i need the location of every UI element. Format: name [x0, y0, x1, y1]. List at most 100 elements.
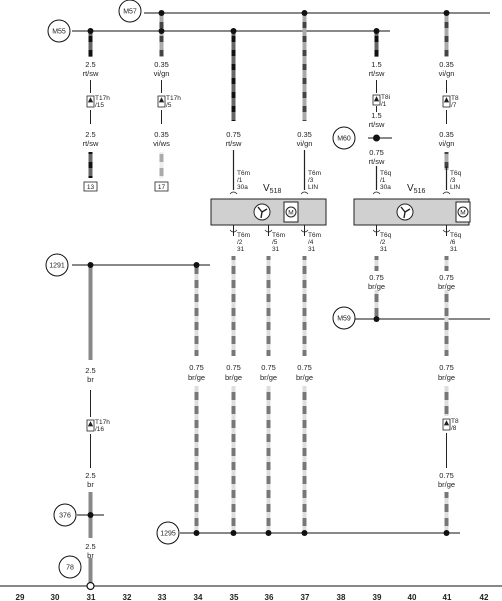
dot-33-m57	[158, 10, 165, 16]
pin-arrow-31b	[87, 421, 94, 427]
pin-v516-lin	[442, 191, 451, 195]
connector-pins	[86, 94, 451, 432]
dot-37-m57	[301, 10, 308, 16]
conn-t6m5-c: 31	[272, 246, 280, 253]
label-37-low-color: br/ge	[296, 373, 313, 382]
wire-36-low2	[266, 386, 271, 532]
dot-41-1295	[443, 530, 450, 536]
conn-t6q3-b: /3	[450, 177, 456, 184]
label-34-size: 0.75	[189, 363, 204, 372]
label-39-b-color: rt/sw	[369, 120, 385, 129]
conn-t6m1-c: 30a	[237, 184, 248, 191]
axis-42: 42	[480, 593, 489, 601]
end-box-17	[154, 181, 169, 192]
axis-35: 35	[230, 593, 239, 601]
conn-t6q6-b: /6	[450, 239, 456, 246]
axis-31: 31	[87, 593, 96, 601]
wire-33-b	[159, 152, 164, 178]
conn-t17h15-a: T17h	[95, 95, 110, 102]
junction-dots	[86, 10, 450, 591]
label-35-low-size: 0.75	[226, 363, 241, 372]
bubbles	[45, 0, 356, 579]
conn-t6m3-b: /3	[308, 177, 314, 184]
label-39-b-size: 1.5	[371, 111, 381, 120]
wire-39-a	[374, 33, 379, 57]
label-41-top-color: vi/gn	[439, 69, 455, 78]
pin-v518-30a	[229, 191, 238, 195]
wire-41-low3	[444, 386, 449, 416]
pin-arrow-39	[373, 96, 380, 102]
label-31-low-size: 2.5	[85, 366, 95, 375]
label-39-c-color: rt/sw	[369, 157, 385, 166]
wire-35-low	[231, 256, 236, 356]
conn-t17h16-a: T17h	[95, 419, 110, 426]
conn-t6m2-c: 31	[237, 246, 245, 253]
conn-t8-8-b: /8	[451, 425, 457, 432]
bubble-376-label: 376	[59, 513, 71, 520]
bubble-m57	[118, 0, 142, 23]
dot-39-m60	[373, 134, 380, 142]
pin-v518-4	[300, 229, 309, 233]
pin-arrow-33	[158, 97, 165, 103]
bubble-1295	[156, 521, 180, 545]
conn-t6m3-c: LIN	[308, 184, 318, 191]
wire-39-low	[374, 256, 379, 271]
bubble-m60	[332, 126, 356, 150]
conn-t8-8-a: T8	[451, 418, 459, 425]
conn-t6m4-b: /4	[308, 239, 314, 246]
label-34-color: br/ge	[188, 373, 205, 382]
dot-39-m55	[373, 28, 380, 34]
conn-t6m1-b: /1	[237, 177, 243, 184]
conn-t8-7-b: /7	[451, 102, 457, 109]
axis-32: 32	[123, 593, 132, 601]
label-31-bot-size: 2.5	[85, 542, 95, 551]
pin-v516-6	[442, 229, 451, 233]
bubble-m60-label: M60	[337, 136, 351, 143]
v516-motor-icon	[457, 206, 469, 218]
label-31-low2-size: 2.5	[85, 471, 95, 480]
dot-35-1295	[230, 530, 237, 536]
conn-t8i-a: T8i	[381, 94, 390, 101]
wire-41-low5	[444, 492, 449, 532]
bubble-78	[58, 555, 82, 579]
bubble-labels: M57 M55 M60 M59 1291 1295 376 78	[49, 9, 351, 572]
pin-arrow-41	[443, 97, 450, 103]
label-39-low-color: br/ge	[368, 282, 385, 291]
label-41-low-size: 0.75	[439, 273, 454, 282]
label-39-top-size: 1.5	[371, 60, 381, 69]
v518-label: V518	[263, 183, 281, 195]
v518-fan-blades	[257, 206, 268, 219]
conn-t6m2-a: T6m	[237, 232, 250, 239]
label-39-c-size: 0.75	[369, 148, 384, 157]
conn-t17h5-a: T17h	[166, 95, 181, 102]
conn-t17h15-b: /15	[95, 102, 104, 109]
axis-34: 34	[194, 593, 203, 601]
bubble-m59	[332, 306, 356, 330]
label-31-low-color: br	[87, 375, 94, 384]
label-33-top-size: 0.35	[154, 60, 169, 69]
label-31-bot-color: br	[87, 551, 94, 560]
wire-37-low	[302, 256, 307, 356]
dot-31-376	[87, 512, 94, 518]
label-31-top-size: 2.5	[85, 60, 95, 69]
label-41-mid-color: vi/gn	[439, 139, 455, 148]
conn-t6m1-a: T6m	[237, 170, 250, 177]
label-41-top-size: 0.35	[439, 60, 454, 69]
bubble-376	[53, 503, 77, 527]
dot-41-m57	[443, 10, 450, 16]
wire-35-a	[231, 33, 236, 121]
conn-t6q6-c: 31	[450, 246, 458, 253]
label-41-mid-size: 0.35	[439, 130, 454, 139]
wire-34	[194, 266, 199, 356]
label-37-low-size: 0.75	[297, 363, 312, 372]
conn-t17h5-b: /5	[166, 102, 172, 109]
dot-35-m55	[230, 28, 237, 34]
pin-v518-2	[229, 229, 238, 233]
v516-motor-label: M	[460, 210, 465, 217]
component-v518: M V518	[210, 183, 327, 226]
v518-motor-icon	[285, 206, 297, 218]
conn-t6q3-c: LIN	[450, 184, 460, 191]
conn-t6q2-c: 31	[380, 246, 388, 253]
label-31-top-color: rt/sw	[83, 69, 99, 78]
label-36-low-color: br/ge	[260, 373, 277, 382]
